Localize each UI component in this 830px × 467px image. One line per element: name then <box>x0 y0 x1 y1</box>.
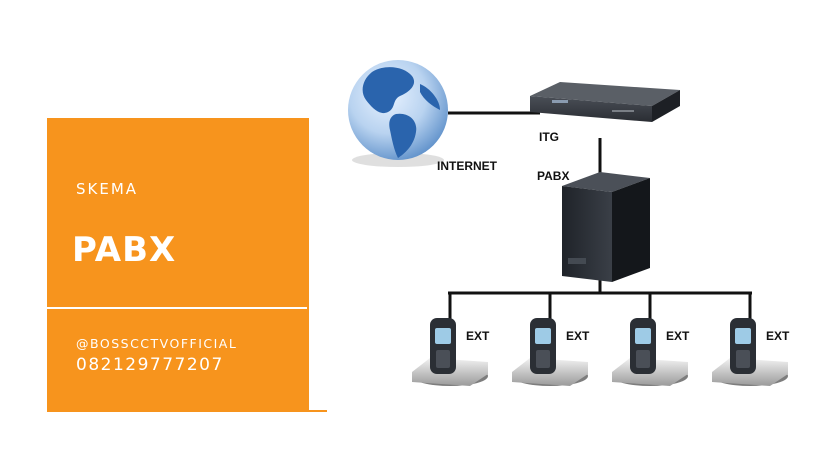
card-divider <box>47 307 307 309</box>
extension-phone-2: EXT <box>512 318 590 386</box>
pabx-label: PABX <box>537 169 569 183</box>
cordless-phone-icon <box>612 318 688 386</box>
pabx-cabinet-icon <box>562 172 650 282</box>
extension-phone-3: EXT <box>612 318 690 386</box>
social-handle: @BOSSCCTVOFFICIAL <box>76 336 238 351</box>
cordless-phone-icon <box>512 318 588 386</box>
extension-phone-4: EXT <box>712 318 790 386</box>
cordless-phone-icon <box>712 318 788 386</box>
ext-label-3: EXT <box>666 329 690 343</box>
cordless-phone-icon <box>412 318 488 386</box>
card-underline-accent <box>305 410 327 412</box>
globe-icon <box>348 60 448 167</box>
contact-phone: 082129777207 <box>76 355 224 375</box>
card-heading: SKEMA <box>76 180 139 198</box>
card-title: PABX <box>72 230 177 270</box>
ext-label-1: EXT <box>466 329 490 343</box>
router-icon <box>530 82 680 122</box>
title-card <box>47 118 309 412</box>
extension-phone-1: EXT <box>412 318 490 386</box>
itg-label: ITG <box>539 130 559 144</box>
ext-label-2: EXT <box>566 329 590 343</box>
ext-label-4: EXT <box>766 329 790 343</box>
internet-label: INTERNET <box>437 159 498 173</box>
